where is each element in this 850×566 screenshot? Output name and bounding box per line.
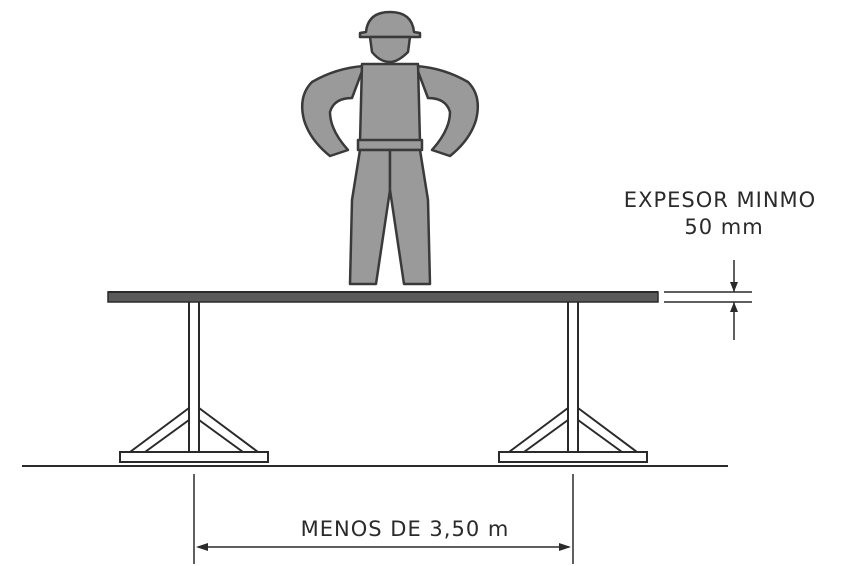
thickness-dimension: [664, 260, 752, 340]
worker-torso: [358, 62, 422, 144]
span-label: MENOS DE 3,50 m: [301, 517, 510, 541]
right-trestle: [498, 302, 648, 463]
worker-right-leg: [388, 148, 432, 286]
span-dimension: [193, 474, 574, 564]
worker-left-arm: [301, 64, 366, 158]
thickness-label-line1: EXPESOR MINMO: [624, 188, 816, 212]
worker-right-arm: [414, 64, 479, 158]
worker-belt: [356, 138, 424, 152]
worker-left-leg: [348, 148, 392, 286]
thickness-label-line2: 50 mm: [684, 215, 763, 239]
worker-head: [368, 35, 412, 64]
left-trestle: [119, 302, 269, 463]
hard-hat: [358, 10, 422, 39]
plank: [107, 291, 659, 303]
worker-with-hard-hat-icon: [301, 10, 479, 286]
